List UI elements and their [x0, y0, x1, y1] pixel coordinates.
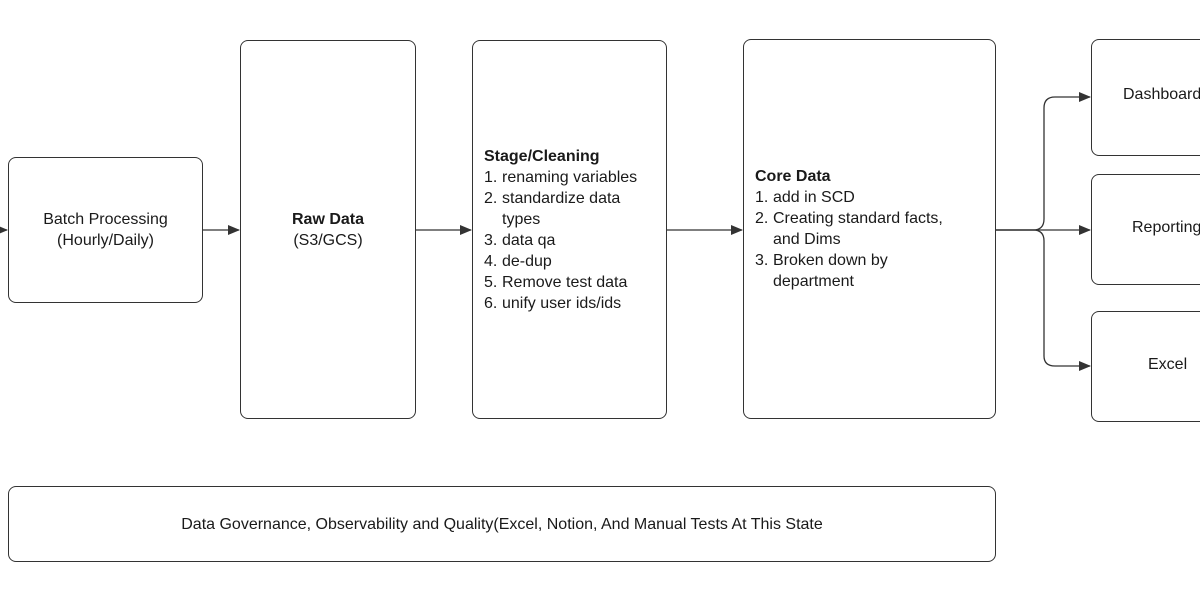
raw-data-title: Raw Data	[291, 210, 365, 228]
dashboards-label: Dashboards	[1123, 86, 1200, 103]
list-text: data qa	[502, 231, 556, 249]
list-text: Broken down by department	[773, 252, 888, 290]
excel-node[interactable]: Excel	[1091, 311, 1200, 422]
governance-label: Data Governance, Observability and Quali…	[181, 515, 823, 533]
list-item: 3.Broken down by department	[755, 250, 995, 292]
list-text: unify user ids/ids	[502, 294, 622, 312]
list-item: 1.renaming variables	[484, 167, 666, 188]
list-number: 5.	[484, 273, 498, 291]
list-item: 2.Creating standard facts, and Dims	[755, 208, 995, 250]
batch-processing-node[interactable]: Batch Processing (Hourly/Daily)	[8, 157, 203, 303]
stage-cleaning-title: Stage/Cleaning	[484, 147, 600, 165]
reporting-node[interactable]: Reporting	[1091, 174, 1200, 285]
list-number: 1.	[484, 168, 498, 186]
governance-node[interactable]: Data Governance, Observability and Quali…	[8, 486, 996, 562]
dashboards-node[interactable]: Dashboards	[1091, 39, 1200, 156]
raw-data-node[interactable]: Raw Data (S3/GCS)	[240, 40, 416, 419]
list-number: 6.	[484, 294, 498, 312]
arrow-core-to-dashboards	[996, 92, 1091, 231]
list-number: 3.	[484, 231, 498, 249]
list-text: Remove test data	[502, 273, 628, 291]
list-number: 2.	[755, 210, 769, 227]
batch-processing-frequency: (Hourly/Daily)	[57, 232, 154, 249]
raw-data-subtitle: (S3/GCS)	[293, 231, 363, 249]
reporting-label: Reporting	[1132, 219, 1200, 236]
list-item: 4.de-dup	[484, 251, 666, 272]
stage-cleaning-list: 1.renaming variables 2.standardize data …	[484, 167, 666, 314]
list-item: 3.data qa	[484, 230, 666, 251]
core-data-title: Core Data	[755, 168, 831, 185]
list-number: 4.	[484, 252, 498, 270]
excel-label: Excel	[1148, 356, 1188, 373]
arrow-core-to-excel	[996, 229, 1091, 371]
list-text: renaming variables	[502, 168, 638, 186]
list-text: de-dup	[502, 252, 552, 270]
list-text: standardize data types	[502, 189, 621, 228]
list-item: 1.add in SCD	[755, 187, 995, 208]
list-text: add in SCD	[773, 189, 855, 206]
list-number: 3.	[755, 252, 769, 269]
list-number: 2.	[484, 189, 498, 207]
list-item: 6.unify user ids/ids	[484, 293, 666, 314]
list-text: Creating standard facts, and Dims	[773, 210, 943, 248]
list-item: 2.standardize data types	[484, 188, 666, 230]
list-item: 5.Remove test data	[484, 272, 666, 293]
stage-cleaning-node[interactable]: Stage/Cleaning 1.renaming variables 2.st…	[472, 40, 667, 419]
core-data-node[interactable]: Core Data 1.add in SCD 2.Creating standa…	[743, 39, 996, 419]
batch-processing-label: Batch Processing	[43, 211, 168, 228]
list-number: 1.	[755, 189, 769, 206]
core-data-list: 1.add in SCD 2.Creating standard facts, …	[755, 187, 995, 292]
